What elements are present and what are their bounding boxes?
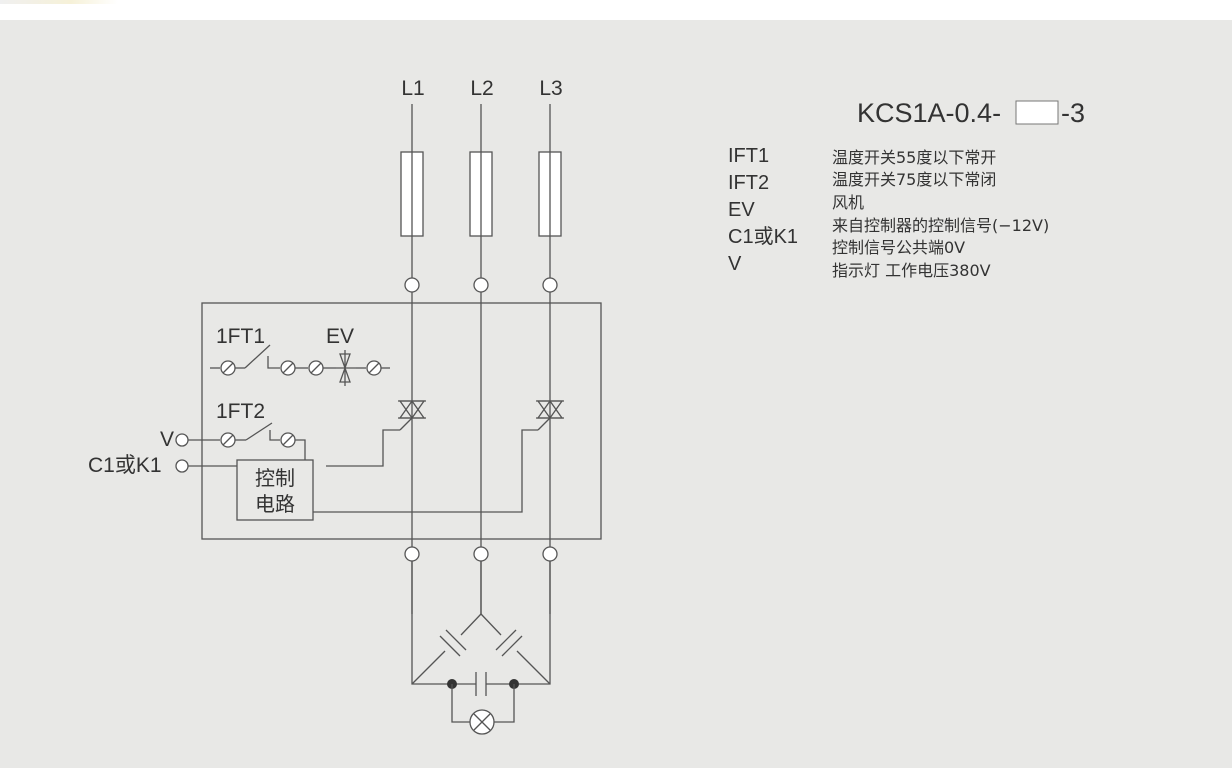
top-white-strip <box>0 0 1232 20</box>
model-blank-box <box>1015 100 1059 125</box>
legend-desc-2: 温度开关75度以下常闭 <box>832 170 996 189</box>
terminal-l1-out <box>404 546 420 562</box>
terminal-l3-out <box>542 546 558 562</box>
terminal-l2-in <box>473 277 489 293</box>
phase-label-l3: L3 <box>539 77 562 100</box>
terminal-l1-in <box>404 277 420 293</box>
control-circuit-box <box>236 459 314 521</box>
control-box-line2: 电路 <box>255 492 295 516</box>
legend-code-6: V <box>728 253 742 275</box>
switch2-label: 1FT2 <box>216 400 265 423</box>
legend-codes: IFT1 IFT2 EV C1或K1 V <box>728 145 798 275</box>
triac-l1 <box>326 399 426 467</box>
terminal-l2-out <box>473 546 489 562</box>
phase-label-l2: L2 <box>470 77 493 100</box>
legend-code-1: IFT1 <box>728 145 769 167</box>
switch1-label: 1FT1 <box>216 325 265 348</box>
module-enclosure <box>201 302 602 540</box>
model-suffix: -3 <box>1061 98 1085 128</box>
legend-desc-4: 来自控制器的控制信号(−12V) <box>832 216 1049 235</box>
model-prefix: KCS1A-0.4- <box>857 98 1001 128</box>
switch2-chain <box>175 422 306 460</box>
legend-desc-5: 控制信号公共端0V <box>832 238 965 257</box>
phase-label-l1: L1 <box>401 77 424 100</box>
capacitor-delta <box>411 561 551 735</box>
legend-desc-3: 风机 <box>832 193 864 212</box>
fuses <box>400 151 562 237</box>
corner-mark <box>0 0 118 4</box>
legend-code-3: EV <box>728 199 755 221</box>
legend-desc-1: 温度开关55度以下常开 <box>832 148 996 167</box>
triac-l3 <box>313 399 564 513</box>
fan-label: EV <box>326 325 354 348</box>
legend-descriptions: 温度开关55度以下常开 温度开关75度以下常闭 风机 来自控制器的控制信号(−1… <box>832 148 1049 280</box>
legend-code-2: IFT2 <box>728 172 769 194</box>
c1k1-wire <box>175 459 237 473</box>
control-box-line1: 控制 <box>255 466 295 490</box>
legend-desc-6: 指示灯 工作电压380V <box>832 261 991 280</box>
switch1-fan-chain <box>210 344 390 386</box>
terminal-c1k1-label: C1或K1 <box>88 454 162 477</box>
diagram-panel <box>0 20 1232 768</box>
top-terminals <box>404 277 558 293</box>
terminal-l3-in <box>542 277 558 293</box>
bottom-terminals <box>404 546 558 562</box>
legend-code-4: C1或K1 <box>728 225 798 248</box>
terminal-v-label: V <box>160 428 174 451</box>
